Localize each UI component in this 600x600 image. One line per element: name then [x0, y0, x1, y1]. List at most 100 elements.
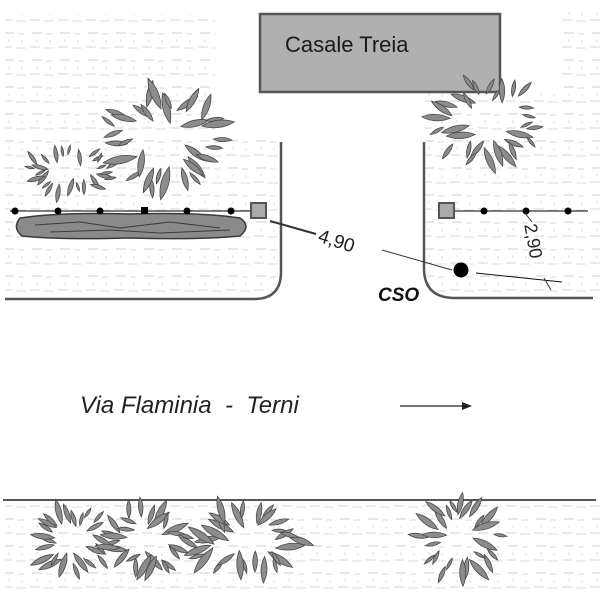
- manhole-right: [438, 202, 455, 219]
- leaf: [24, 165, 36, 170]
- leaf: [50, 552, 59, 567]
- building-casale-treia: [258, 12, 502, 94]
- leaf: [34, 544, 56, 551]
- leaf: [97, 152, 102, 164]
- cso-label: CSO: [378, 285, 420, 306]
- leaf: [521, 113, 536, 119]
- leaf: [142, 167, 155, 194]
- leaf: [29, 532, 56, 540]
- leaf: [67, 144, 71, 156]
- leaf: [55, 183, 61, 204]
- leaf: [163, 512, 169, 530]
- leaf: [268, 518, 290, 526]
- leaf: [189, 172, 201, 186]
- leaf: [34, 169, 47, 176]
- leaf: [279, 531, 300, 539]
- leaf: [183, 544, 212, 556]
- leaf: [271, 550, 281, 567]
- leaf: [446, 504, 452, 521]
- tree-canopy: [101, 77, 236, 201]
- leaf: [93, 510, 105, 524]
- leaf: [96, 164, 107, 170]
- leaf: [82, 557, 97, 569]
- leaf: [53, 144, 59, 164]
- leaf: [29, 554, 55, 566]
- leaf: [137, 148, 145, 178]
- curb-right: [422, 142, 593, 300]
- leaf: [117, 138, 134, 147]
- leaf: [511, 79, 517, 98]
- grass-area-top-right: [425, 90, 600, 298]
- leaf: [459, 499, 473, 520]
- leaf: [205, 145, 224, 150]
- leaf: [485, 78, 495, 95]
- leaf: [415, 512, 439, 531]
- leaf: [178, 533, 195, 540]
- drain-nodes-left: [11, 207, 235, 215]
- leaf: [40, 153, 50, 165]
- leaf: [201, 93, 212, 121]
- hedge: [15, 212, 247, 240]
- leaf: [113, 548, 130, 568]
- leaf: [483, 553, 494, 574]
- drain-node: [564, 207, 572, 215]
- leaf: [181, 166, 189, 192]
- leaf: [85, 546, 106, 555]
- leaf: [102, 154, 139, 165]
- leaf: [110, 113, 138, 122]
- leaf: [63, 503, 71, 525]
- dimension-tick: [524, 212, 533, 223]
- leaf: [126, 498, 132, 520]
- leaf: [193, 547, 214, 574]
- leaf: [81, 178, 86, 196]
- tree-canopy: [24, 144, 117, 204]
- leaf: [133, 556, 139, 578]
- leaf: [119, 517, 137, 525]
- leaf: [474, 514, 485, 529]
- tree-canopy: [420, 74, 544, 175]
- leaf: [155, 167, 162, 185]
- leaf: [103, 129, 124, 138]
- leaf: [200, 524, 230, 542]
- trees-layer: [24, 74, 544, 588]
- leaf: [446, 557, 453, 571]
- leaf: [463, 91, 473, 110]
- leaf: [41, 181, 52, 189]
- leaf: [86, 521, 104, 532]
- drain-node: [227, 207, 235, 215]
- leaf: [240, 499, 245, 520]
- leaf: [236, 549, 244, 581]
- leaf: [140, 103, 154, 122]
- manhole-left: [250, 202, 267, 219]
- leaf: [159, 165, 171, 201]
- leaf: [493, 139, 504, 168]
- leaf: [471, 521, 501, 531]
- leaf: [93, 543, 121, 551]
- leaf: [421, 531, 448, 539]
- leaf: [30, 164, 49, 171]
- leaf: [58, 552, 68, 579]
- leaf: [423, 554, 436, 565]
- leaf: [44, 182, 53, 197]
- leaf: [429, 126, 445, 136]
- leaf: [483, 146, 496, 175]
- leaf: [486, 548, 499, 561]
- leaf: [466, 140, 472, 159]
- leaf: [216, 553, 236, 566]
- leaf: [432, 549, 440, 566]
- leaf: [420, 114, 452, 122]
- leaf: [462, 74, 475, 91]
- leaf: [216, 495, 226, 525]
- leaf: [472, 537, 498, 551]
- leaf: [440, 124, 471, 134]
- leaf: [200, 119, 236, 129]
- leaf: [116, 526, 136, 532]
- leaf: [493, 533, 508, 538]
- road-separator: -: [224, 392, 233, 419]
- dimension-line-4-90-b: [381, 249, 453, 271]
- leaf: [459, 558, 467, 588]
- leaf: [518, 105, 535, 110]
- leaf: [168, 545, 181, 560]
- leaf: [38, 522, 54, 533]
- leaf: [88, 148, 101, 158]
